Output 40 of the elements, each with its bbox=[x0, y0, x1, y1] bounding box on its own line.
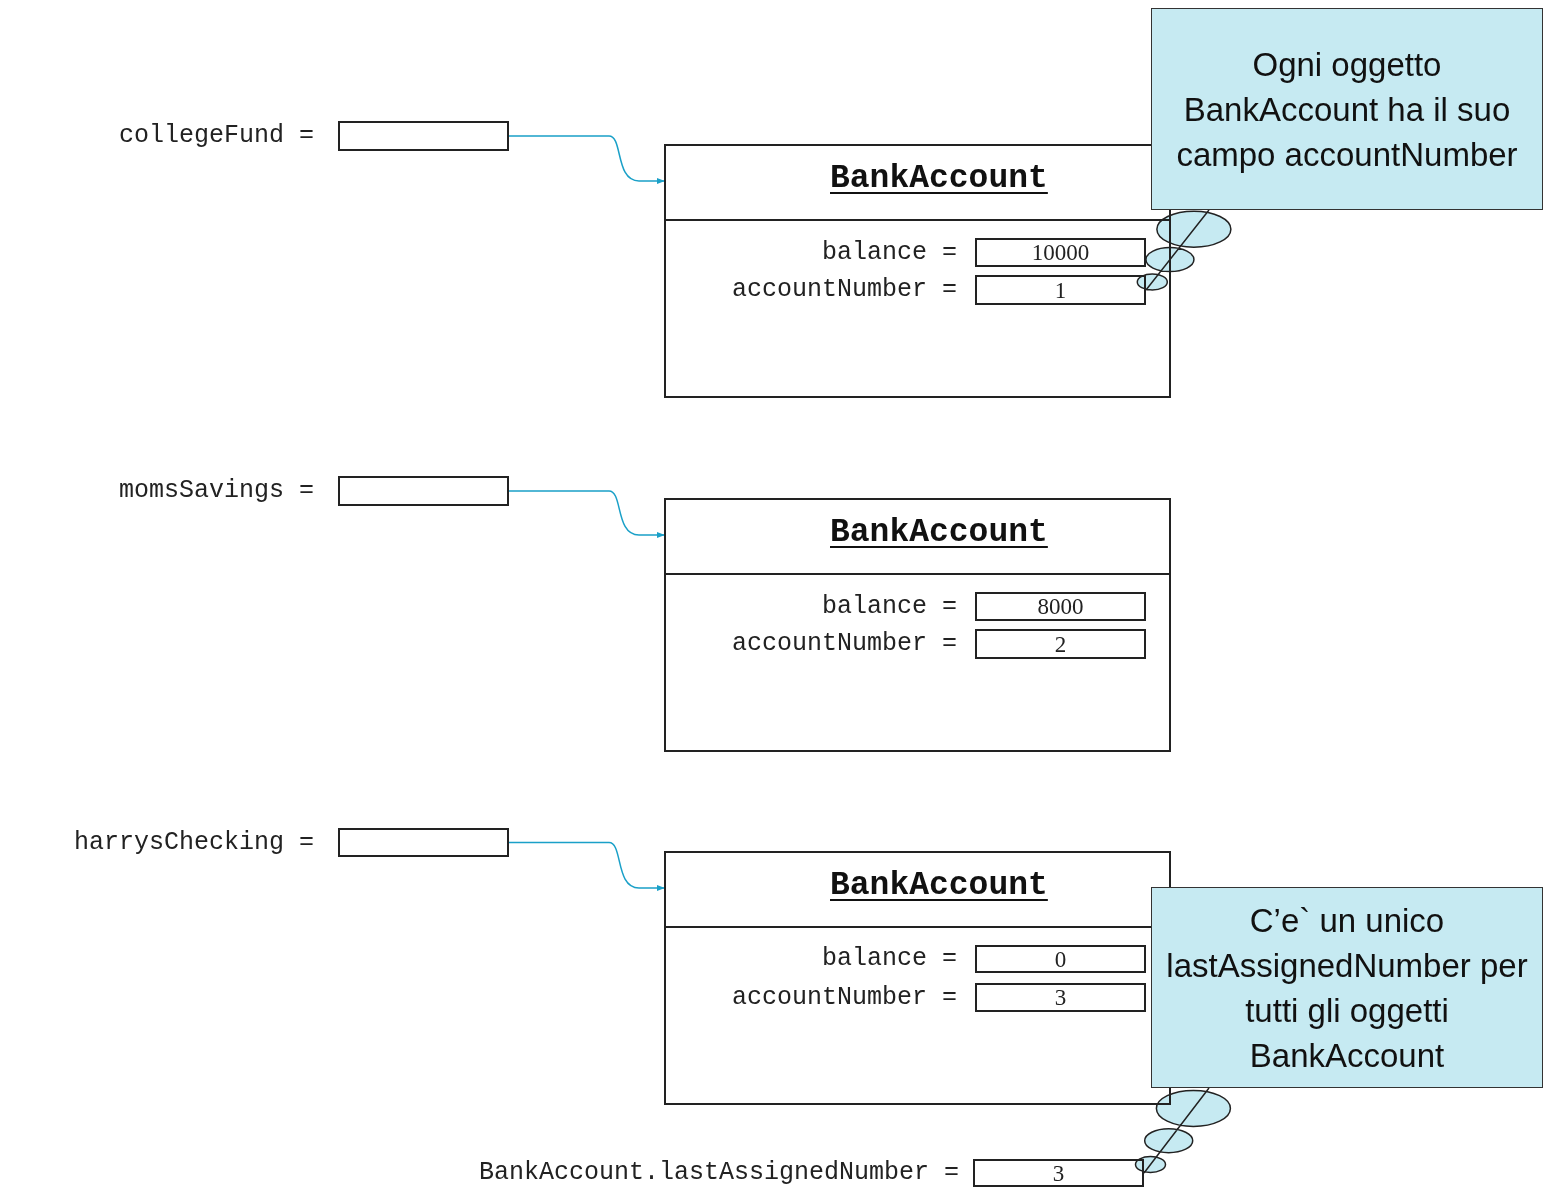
callout-box bbox=[1151, 887, 1543, 1088]
field-value: 1 bbox=[1054, 278, 1067, 302]
variable-label: accountNumber = bbox=[731, 983, 957, 1012]
thought-bubble-connector bbox=[1134, 1087, 1232, 1174]
callout-text: C’e` un unico lastAssignedNumber per tutti gli oggetti BankAccount bbox=[1166, 900, 1528, 1076]
field-value: 10000 bbox=[1031, 241, 1090, 264]
variable-label: accountNumber = bbox=[731, 630, 957, 658]
variable-box bbox=[338, 828, 509, 857]
value-field bbox=[975, 592, 1146, 621]
variable-label: balance = bbox=[821, 592, 957, 621]
callout-box bbox=[1151, 8, 1543, 210]
variable-label: accountNumber = bbox=[731, 276, 957, 304]
field-value: 0 bbox=[1054, 947, 1067, 971]
class-name: BankAccount bbox=[830, 160, 1048, 197]
callout-text: Ogni oggetto BankAccount ha il suo campo accountNumber bbox=[1175, 44, 1519, 175]
variable-box bbox=[338, 121, 509, 151]
variable-label: harrysChecking = bbox=[73, 828, 314, 857]
variable-label: balance = bbox=[821, 238, 957, 267]
value-field bbox=[975, 275, 1146, 305]
field-value: 2 bbox=[1054, 632, 1067, 656]
arrow bbox=[508, 841, 665, 892]
class-name: BankAccount bbox=[830, 514, 1048, 551]
value-field bbox=[975, 629, 1146, 659]
value-field bbox=[975, 945, 1146, 973]
value-field bbox=[973, 1159, 1144, 1187]
field-value: 3 bbox=[1054, 986, 1067, 1009]
arrow bbox=[508, 135, 665, 185]
variable-box bbox=[338, 476, 509, 506]
object-box bbox=[664, 498, 1171, 752]
value-field bbox=[975, 983, 1146, 1012]
class-name: BankAccount bbox=[830, 867, 1048, 904]
thought-bubble-connector bbox=[1136, 209, 1232, 291]
field-value: 8000 bbox=[1037, 595, 1084, 618]
variable-label: BankAccount.lastAssignedNumber = bbox=[478, 1159, 959, 1187]
variable-label: balance = bbox=[821, 945, 957, 973]
field-value: 3 bbox=[1052, 1161, 1065, 1185]
variable-label: collegeFund = bbox=[118, 122, 314, 150]
variable-label: momsSavings = bbox=[118, 477, 314, 505]
arrow bbox=[508, 490, 665, 539]
value-field bbox=[975, 238, 1146, 267]
